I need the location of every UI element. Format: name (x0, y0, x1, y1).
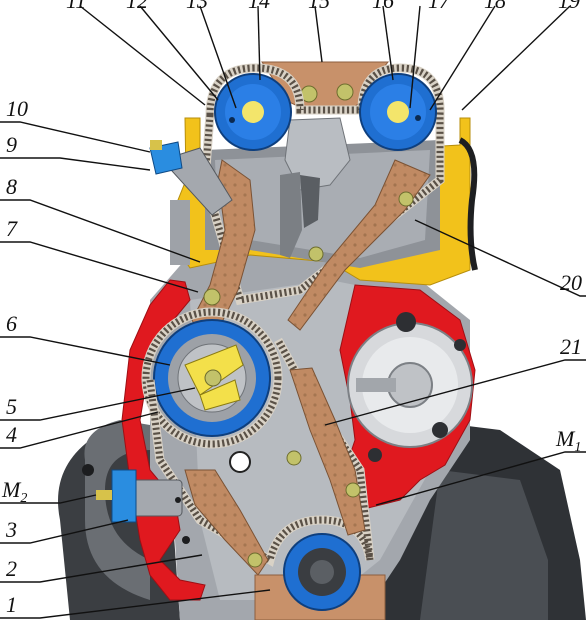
lower-timing-chain (145, 337, 375, 567)
label-3: 3 (5, 517, 17, 542)
upper-left-tensioner-shoe (191, 159, 256, 336)
label-m2: M2 (1, 477, 27, 506)
label-19: 19 (558, 0, 580, 13)
label-8: 8 (6, 174, 17, 199)
label-9: 9 (6, 132, 17, 157)
label-m1-base: M (555, 426, 576, 451)
label-4: 4 (6, 422, 17, 447)
label-10: 10 (6, 96, 28, 121)
label-15: 15 (308, 0, 330, 13)
upper-hydraulic-tensioner (149, 140, 233, 216)
lower-right-chain-guide (286, 367, 366, 536)
label-20: 20 (560, 270, 582, 295)
label-13: 13 (186, 0, 208, 13)
exhaust-camshaft-gear (359, 73, 437, 151)
label-21: 21 (560, 334, 582, 359)
label-14: 14 (248, 0, 270, 13)
intermediate-sprocket (141, 307, 283, 449)
label-18: 18 (484, 0, 506, 13)
label-m2-sub: 2 (20, 491, 27, 506)
label-11: 11 (66, 0, 86, 13)
label-12: 12 (126, 0, 148, 13)
label-6: 6 (6, 311, 17, 336)
lower-left-tensioner-shoe (184, 469, 269, 576)
upper-right-chain-guide (287, 159, 431, 331)
label-5: 5 (6, 394, 17, 419)
leader-lines (0, 5, 586, 619)
label-17: 17 (428, 0, 451, 13)
label-7: 7 (6, 216, 18, 241)
intake-camshaft-gear (214, 73, 292, 151)
label-m1-sub: 1 (574, 440, 581, 455)
label-2: 2 (6, 556, 17, 581)
lower-hydraulic-tensioner (96, 469, 183, 523)
label-m2-base: M (1, 477, 22, 502)
crankshaft-sprocket (254, 533, 386, 620)
details (175, 137, 478, 544)
label-16: 16 (372, 0, 394, 13)
label-1: 1 (6, 592, 17, 617)
label-m1: M1 (555, 426, 581, 455)
